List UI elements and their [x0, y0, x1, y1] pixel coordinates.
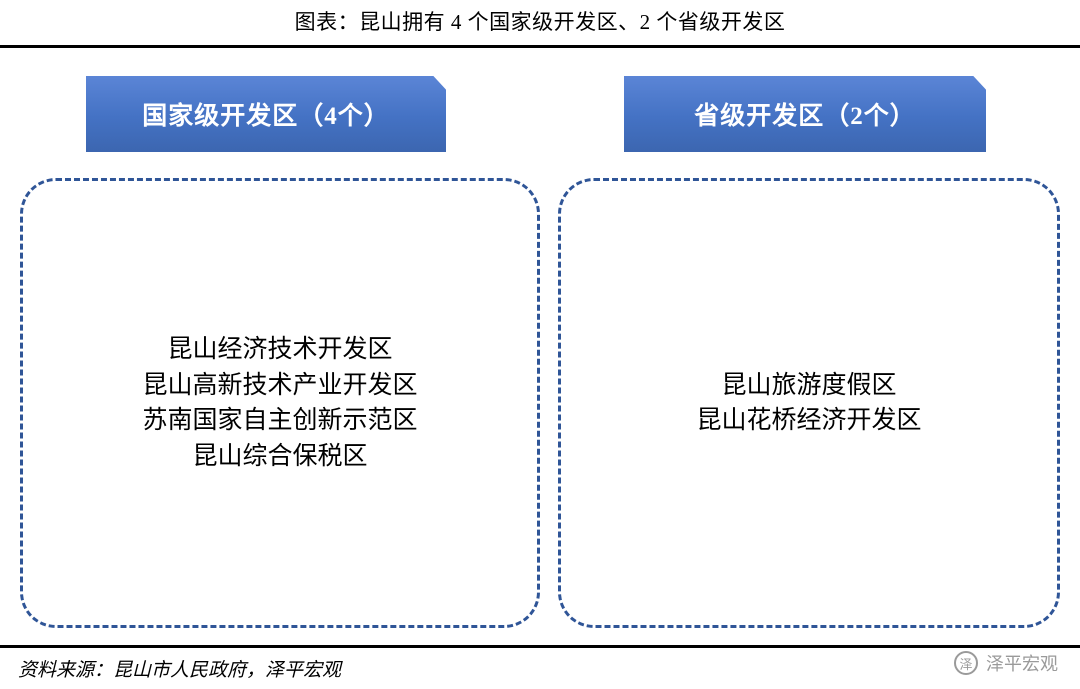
zone-list-provincial: 昆山旅游度假区 昆山花桥经济开发区: [696, 368, 921, 439]
source-note: 资料来源：昆山市人民政府，泽平宏观: [18, 660, 342, 681]
list-item: 苏南国家自主创新示范区: [142, 407, 418, 434]
watermark-label: 泽平宏观: [986, 654, 1058, 674]
logo-glyph: 泽: [959, 656, 973, 672]
banner-label: 省级开发区（2个）: [694, 103, 916, 130]
circle-logo-icon: 泽: [954, 651, 978, 675]
zone-box-provincial: 昆山旅游度假区 昆山花桥经济开发区: [558, 178, 1060, 628]
watermark: 泽 泽平宏观: [954, 650, 1058, 676]
banner-provincial-level: 省级开发区（2个）: [624, 76, 986, 152]
zone-list-national: 昆山经济技术开发区 昆山高新技术产业开发区 苏南国家自主创新示范区 昆山综合保税…: [142, 332, 417, 474]
zone-box-national: 昆山经济技术开发区 昆山高新技术产业开发区 苏南国家自主创新示范区 昆山综合保税…: [20, 178, 540, 628]
list-item: 昆山旅游度假区: [721, 371, 897, 399]
banner-national-level: 国家级开发区（4个）: [86, 76, 446, 152]
divider-bottom: [0, 645, 1080, 648]
page-title: 图表：昆山拥有 4 个国家级开发区、2 个省级开发区: [294, 10, 786, 34]
banner-label: 国家级开发区（4个）: [142, 103, 390, 130]
list-item: 昆山花桥经济开发区: [696, 407, 922, 434]
list-item: 昆山高新技术产业开发区: [142, 371, 418, 399]
list-item: 昆山综合保税区: [192, 442, 368, 470]
divider-top: [0, 45, 1080, 48]
list-item: 昆山经济技术开发区: [167, 336, 393, 363]
